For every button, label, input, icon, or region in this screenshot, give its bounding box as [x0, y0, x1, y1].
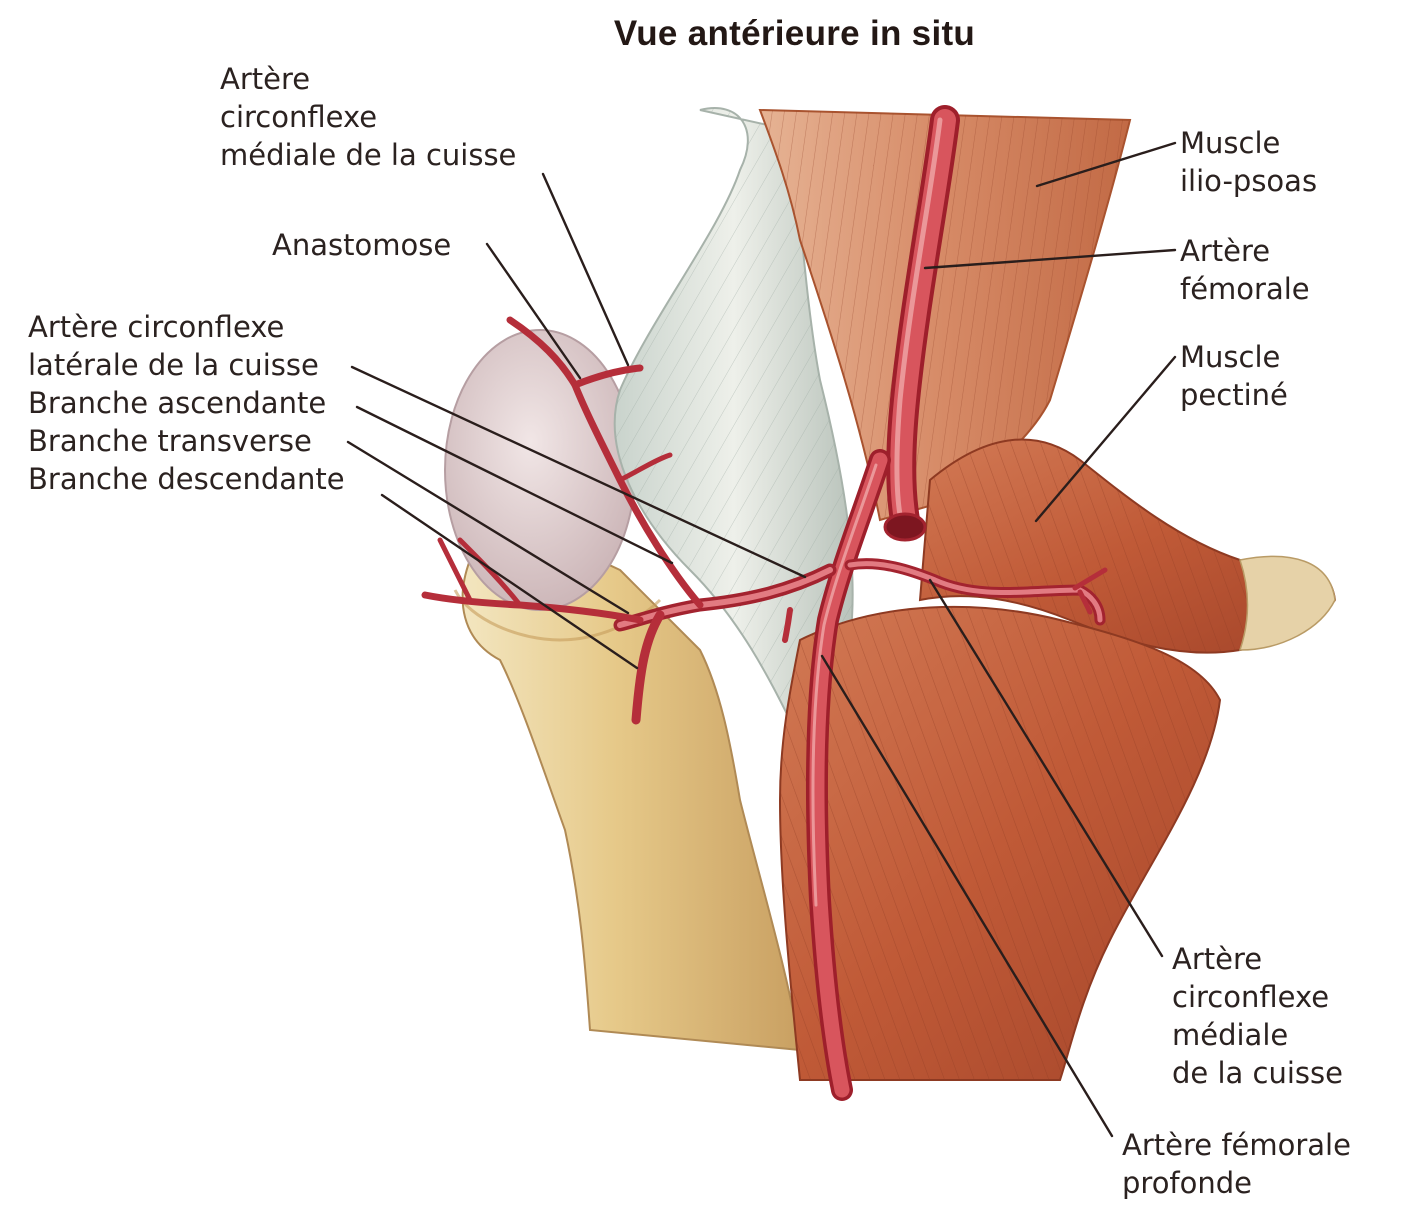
label-acm-right: Artère circonflexe médiale de la cuisse	[1172, 940, 1343, 1092]
label-pectineus: Muscle pectiné	[1180, 338, 1288, 414]
label-femoral-artery: Artère fémorale	[1180, 232, 1310, 308]
label-line: Artère	[1180, 234, 1271, 268]
label-line: latérale de la cuisse	[28, 348, 319, 382]
label-line: ilio-psoas	[1180, 164, 1318, 198]
label-line: fémorale	[1180, 272, 1310, 306]
label-line: médiale	[1172, 1018, 1289, 1052]
label-line: pectiné	[1180, 378, 1288, 412]
label-line: circonflexe	[220, 100, 378, 134]
label-line: Artère	[1172, 942, 1263, 976]
label-line: de la cuisse	[1172, 1056, 1343, 1090]
label-line: circonflexe	[1172, 980, 1330, 1014]
label-iliopsoas: Muscle ilio-psoas	[1180, 124, 1317, 200]
label-anastomose: Anastomose	[272, 226, 451, 264]
label-line: Artère fémorale	[1122, 1128, 1351, 1162]
figure-title: Vue antérieure in situ	[613, 14, 976, 53]
label-lateral-circumflex: Artère circonflexe latérale de la cuisse…	[28, 308, 345, 498]
label-line: profonde	[1122, 1166, 1253, 1200]
label-line: Muscle	[1180, 126, 1281, 160]
label-acm-top: Artère circonflexe médiale de la cuisse	[220, 60, 516, 174]
label-line: Muscle	[1180, 340, 1281, 374]
label-line: Branche descendante	[28, 462, 345, 496]
label-line: médiale de la cuisse	[220, 138, 517, 172]
label-deep-femoral: Artère fémorale profonde	[1122, 1126, 1351, 1202]
label-line: Artère circonflexe	[28, 310, 285, 344]
label-line: Branche transverse	[28, 424, 312, 458]
label-line: Artère	[220, 62, 311, 96]
label-line: Branche ascendante	[28, 386, 327, 420]
label-line: Anastomose	[272, 228, 452, 262]
descending-branch-artery	[631, 610, 665, 725]
